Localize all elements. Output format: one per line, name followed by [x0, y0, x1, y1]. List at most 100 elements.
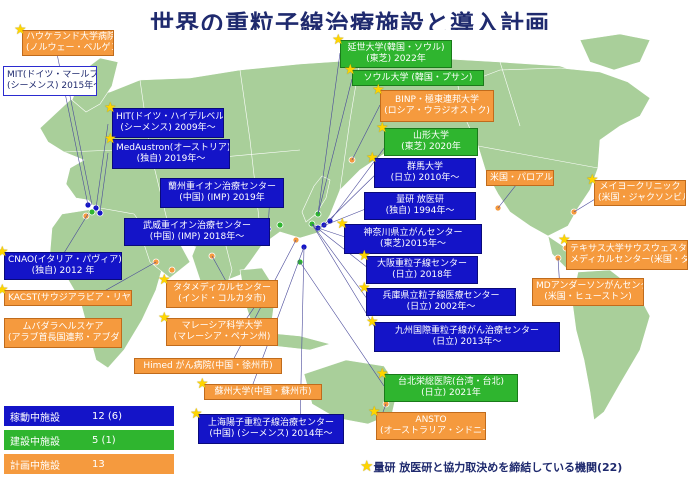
star-icon: ★ [196, 376, 209, 392]
legend-count: 5 (1) [92, 434, 116, 446]
facility-hit: HIT(ドイツ・ハイデルベルク)(シーメンス) 2009年～ [112, 108, 224, 138]
facility-tata: タタメディカルセンター(インド・コルカタ市) [166, 280, 278, 308]
legend-operating: 稼動中施設 12 (6) [4, 406, 174, 426]
star-icon: ★ [336, 216, 349, 232]
footnote-text: 量研 放医研と協力取決めを締結している機関(22) [373, 461, 623, 474]
facility-label: CNAO(イタリア・パヴィア) [8, 255, 122, 265]
facility-malaysia: マレーシア科学大学(マレーシア・ペナン州) [166, 318, 278, 346]
star-icon: ★ [358, 280, 371, 296]
facility-label: MDアンダーソンがんセンター [536, 281, 643, 291]
facility-yamagata: 山形大学(東芝) 2020年 [384, 128, 478, 156]
facility-label: (日立) 2018年 [392, 270, 452, 280]
star-icon: ★ [366, 150, 379, 166]
facility-label: (日立) 2021年 [421, 388, 481, 398]
facility-label: (オーストラリア・シドニー) [380, 426, 486, 436]
facility-mit: MIT(ドイツ・マールブルク)(シーメンス) 2015年～ [3, 66, 97, 96]
marker-china [276, 221, 284, 229]
leader-line [99, 152, 109, 213]
star-icon: ★ [14, 22, 27, 38]
facility-label: 神奈川県立がんセンター [363, 228, 463, 238]
legend-count: 13 [92, 458, 105, 470]
facility-label: (中国) (IMP) 2018年～ [149, 232, 245, 242]
leader-line [95, 123, 109, 209]
facility-label: ANSTO [415, 415, 447, 425]
facility-label: MedAustron(オーストリア) [116, 143, 230, 153]
facility-mdanderson: MDアンダーソンがんセンター(米国・ヒューストン) [532, 278, 644, 306]
border-line [239, 69, 263, 246]
leader-line [311, 223, 369, 269]
facility-label: テキサス大学サウスウェスタン [570, 244, 688, 254]
leader-line [311, 223, 381, 337]
facility-label: Himed がん病院(中国・徐州市) [143, 360, 273, 371]
star-icon: ★ [0, 244, 9, 260]
facility-label: ソウル大学 (韓国・プサン) [363, 72, 473, 83]
facility-label: HIT(ドイツ・ハイデルベルク) [116, 112, 224, 122]
footnote: ★量研 放医研と協力取決めを締結している機関(22) [360, 457, 622, 475]
facility-label: (インド・コルカタ市) [178, 294, 266, 304]
facility-label: 量研 放医研 [396, 195, 444, 205]
marker-europe [82, 212, 90, 220]
facility-taipei: 台北栄総医院(台湾・台北)(日立) 2021年 [384, 374, 518, 402]
facility-soochow: 蘇州大学(中国・蘇州市) [204, 384, 322, 400]
facility-label: 台北栄総医院(台湾・台北) [397, 377, 505, 387]
legend-planned: 計画中施設 13 [4, 454, 174, 474]
leader-line [317, 78, 353, 215]
facility-label: ハウケランド大学病院 [26, 32, 114, 42]
facility-label: メイヨークリニック [599, 182, 681, 192]
facility-osaka: 大阪重粒子線センター(日立) 2018年 [366, 256, 478, 284]
facility-label: (米国・ヒューストン) [544, 292, 632, 302]
star-icon: ★ [376, 366, 389, 382]
facility-label: (ノルウェー・ベルゲン) [26, 43, 114, 53]
facility-label: 兵庫県立粒子線医療センター [382, 291, 500, 301]
facility-kanagawa: 神奈川県立がんセンター(東芝)2015年～ [344, 224, 482, 254]
legend-count: 12 (6) [92, 410, 123, 422]
leader-line [329, 142, 389, 222]
facility-label: (日立) 2010年～ [390, 173, 460, 183]
facility-label: (マレーシア・ペナン州) [173, 332, 271, 342]
facility-label: (日立) 2002年～ [406, 302, 476, 312]
facility-usa: 米国・パロアルト [486, 170, 554, 186]
facility-label: (シーメンス) 2009年～ [120, 123, 216, 133]
facility-label: (アラブ首長国連邦・アブダビ) [8, 333, 122, 343]
star-icon: ★ [376, 120, 389, 136]
facility-label: (東芝)2015年～ [380, 239, 446, 249]
facility-label: 山形大学 [412, 131, 449, 141]
leader-line [69, 95, 93, 206]
facility-label: (中国) (シーメンス) 2014年～ [209, 429, 333, 439]
facility-haukeland: ハウケランド大学病院(ノルウェー・ベルゲン) [22, 30, 114, 56]
facility-label: (東芝) 2020年 [401, 142, 461, 152]
facility-label: 九州国際重粒子線がん治療センター [394, 326, 539, 336]
facility-label: (ロシア・ウラジオストク) [384, 106, 490, 116]
facility-hyogo: 兵庫県立粒子線医療センター(日立) 2002年～ [366, 288, 516, 316]
facility-label: BINP・極東連邦大学 [395, 95, 479, 105]
facility-snu: ソウル大学 (韓国・プサン) [352, 70, 484, 86]
star-icon: ★ [104, 100, 117, 116]
facility-gunma: 群馬大学(日立) 2010年～ [374, 158, 476, 188]
facility-qst: 量研 放医研(独自) 1994年～ [364, 192, 476, 220]
facility-mubadala: ムバダラヘルスケア(アラブ首長国連邦・アブダビ) [4, 318, 122, 348]
leader-line [299, 261, 385, 387]
star-icon: ★ [158, 310, 171, 326]
facility-label: 延世大学(韓国・ソウル) [347, 43, 445, 53]
facility-label: 上海陽子重粒子線治療センター [207, 418, 334, 428]
facility-label: (独自) 2019年～ [136, 154, 206, 164]
facility-lanzhou: 蘭州重イオン治療センター(中国) (IMP) 2019年 [160, 178, 284, 208]
facility-yonsei: 延世大学(韓国・ソウル)(東芝) 2022年 [340, 40, 452, 68]
star-icon: ★ [0, 282, 9, 298]
facility-binp: BINP・極東連邦大学(ロシア・ウラジオストク) [380, 90, 494, 122]
facility-label: (東芝) 2022年 [366, 54, 426, 64]
facility-label: 群馬大学 [406, 162, 443, 172]
marker-middle-east [168, 266, 176, 274]
facility-kacst: KACST(サウジアラビア・リヤド) [4, 290, 132, 306]
star-icon: ★ [372, 82, 385, 98]
facility-label: ムバダラヘルスケア [22, 322, 104, 332]
legend-label: 建設中施設 [10, 436, 60, 448]
facility-label: マレーシア科学大学 [181, 321, 263, 331]
leader-line [317, 227, 349, 239]
facility-mayo: メイヨークリニック(米国・ジャクソンビル) [594, 180, 686, 206]
facility-shanghai: 上海陽子重粒子線治療センター(中国) (シーメンス) 2014年～ [198, 414, 344, 444]
facility-label: 米国・パロアルト [490, 172, 553, 183]
leader-line [323, 171, 379, 226]
star-icon: ★ [158, 272, 171, 288]
